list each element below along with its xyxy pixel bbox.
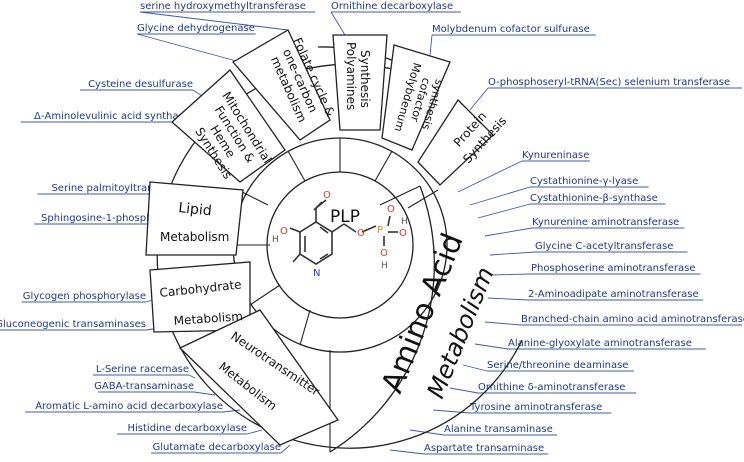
enzyme-label: Kynureninase	[522, 150, 589, 161]
enzyme-label: Ornithine decarboxylase	[331, 1, 453, 12]
enzyme-label: Branched-chain amino acid aminotransfera…	[521, 314, 744, 325]
enzyme-label: Phosphoserine aminotransferase	[531, 263, 696, 274]
enzyme-label: Gluconeogenic transaminases	[0, 319, 146, 330]
atom-o-hydroxyl: O	[280, 226, 288, 237]
enzyme-leader	[139, 11, 289, 31]
enzyme-label: Aspartate transaminase	[424, 443, 544, 454]
enzyme-label: Tyrosine aminotransferase	[469, 402, 602, 413]
enzyme-leader	[449, 387, 479, 394]
right-enzyme-labels: KynureninaseCystathionine-γ-lyaseCystath…	[389, 150, 744, 455]
lipid-label-2: Metabolism	[160, 230, 229, 244]
enzyme-label: Cystathionine-β-synthase	[530, 193, 658, 204]
enzyme-leader	[246, 429, 263, 435]
enzyme-label: GABA-transaminase	[94, 381, 194, 392]
enzyme-leader	[462, 364, 488, 372]
lipid-label: Lipid	[178, 200, 213, 219]
mito-box	[171, 69, 286, 183]
enzyme-label: Glycine dehydrogenase	[137, 23, 255, 34]
atom-o-phosphate-bottom: O	[380, 248, 388, 259]
polyamines-line-2: Synthesis	[358, 50, 372, 108]
lipid-box	[145, 181, 244, 256]
enzyme-leader	[489, 251, 536, 256]
polyamines-label: Polyamines Synthesis	[344, 42, 372, 114]
atom-o-phosphate-top: O	[387, 204, 395, 215]
enzyme-leader	[477, 203, 531, 219]
lipid-line-1: Lipid	[178, 200, 213, 219]
molybdenum-label: Molybdenum cofactor synthesis	[391, 61, 449, 144]
enzyme-leader	[280, 444, 291, 454]
enzyme-leader	[429, 34, 433, 56]
enzyme-label: Serine/threonine deaminase	[487, 360, 628, 371]
polyamines-box	[332, 34, 388, 131]
enzyme-leader	[193, 391, 216, 396]
enzyme-label: Δ-Aminolevulinic acid synthase	[34, 111, 190, 122]
atom-h-phosphate-bottom: H	[381, 261, 388, 271]
enzyme-leader	[145, 299, 153, 303]
enzyme-label: O-phosphoseryl-tRNA(Sec) selenium transf…	[488, 77, 730, 88]
folate-box	[231, 29, 331, 141]
enzyme-leader	[489, 273, 532, 276]
enzyme-leader	[457, 160, 523, 193]
enzyme-leader	[469, 186, 531, 206]
lipid-line-2: Metabolism	[160, 230, 229, 244]
atom-n-ring: N	[313, 268, 320, 279]
enzyme-leader	[474, 343, 509, 350]
enzyme-leader	[136, 33, 241, 63]
plp-molecule: O O H N O P O O H O H PLP	[272, 190, 408, 279]
enzyme-leader	[484, 227, 533, 237]
polyamines-line-1: Polyamines	[344, 42, 358, 110]
enzyme-label: Glycine C-acetyltransferase	[535, 241, 673, 252]
enzyme-label: Sphingosine-1-phosphate lyase	[41, 213, 198, 224]
enzyme-label: Alanine-glyoxylate aminotransferase	[508, 338, 692, 349]
enzyme-leader	[487, 297, 529, 301]
plp-label: PLP	[330, 207, 360, 227]
enzyme-label: Kynurenine aminotransferase	[532, 217, 679, 228]
enzyme-label: L-Serine racemase	[96, 364, 189, 375]
protein-box	[417, 98, 494, 186]
enzyme-label: Molybdenum cofactor sulfurase	[432, 24, 590, 35]
atom-o-phosphate-right: O	[399, 228, 407, 239]
enzyme-label: Cystathionine-γ-lyase	[530, 176, 638, 187]
category-boxes	[145, 29, 494, 446]
carb-label-2: Metabolism	[173, 309, 243, 328]
enzyme-leader	[222, 409, 241, 413]
enzyme-label: 2-Aminoadipate aminotransferase	[528, 289, 699, 300]
enzyme-label: Alanine transaminase	[444, 424, 553, 435]
atom-o-ester: O	[357, 228, 365, 239]
atom-h-phosphate-right: H	[401, 217, 408, 227]
enzyme-label: Glycogen phosphorylase	[23, 291, 146, 302]
enzyme-label: Ornithine δ-aminotransferase	[478, 382, 625, 393]
enzyme-leader	[188, 374, 196, 379]
neuro-box	[178, 309, 339, 446]
enzyme-label: Aromatic L-amino acid decarboxylase	[35, 401, 223, 412]
atom-h-hydroxyl: H	[272, 235, 279, 245]
atom-phosphorus: P	[377, 225, 383, 236]
enzyme-leader	[432, 409, 471, 414]
enzyme-leader	[389, 449, 425, 455]
enzyme-leader	[484, 321, 522, 326]
enzyme-label: Cysteine desulfurase	[88, 79, 193, 90]
enzyme-label: Histidine decarboxylase	[127, 423, 247, 434]
molybdenum-box	[381, 44, 451, 151]
enzyme-label: Glutamate decarboxylase	[152, 442, 281, 453]
atom-o-aldehyde: O	[323, 190, 331, 201]
enzyme-label: serine hydroxymethyltransferase	[140, 1, 306, 12]
enzyme-leader	[469, 87, 489, 111]
enzyme-label: Serine palmitoyltransferase	[51, 183, 190, 194]
carb-line-2: Metabolism	[173, 309, 243, 328]
enzyme-leader	[330, 11, 346, 36]
enzyme-leader	[409, 429, 445, 436]
